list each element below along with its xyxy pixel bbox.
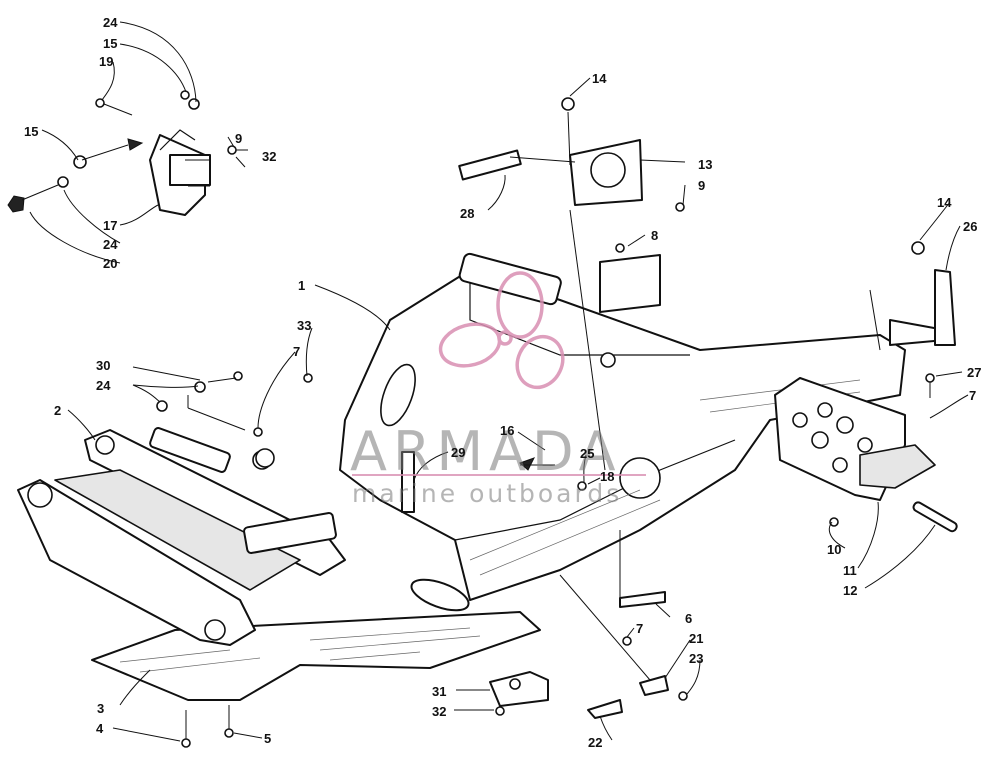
footrest-bracket — [774, 377, 958, 533]
callout-7: 7 — [293, 344, 300, 359]
callout-22: 22 — [588, 735, 602, 750]
callout-14: 14 — [592, 71, 607, 86]
callout-13: 13 — [698, 157, 712, 172]
callout-20: 20 — [103, 256, 117, 271]
callout-17: 17 — [103, 218, 117, 233]
callout-24: 24 — [96, 378, 111, 393]
fasteners — [7, 90, 935, 748]
callout-1: 1 — [298, 278, 305, 293]
callout-30: 30 — [96, 358, 110, 373]
callout-9: 9 — [235, 131, 242, 146]
callout-3: 3 — [97, 701, 104, 716]
callout-31: 31 — [432, 684, 446, 699]
steering-support-plate — [458, 139, 661, 313]
callout-19: 19 — [99, 54, 113, 69]
callout-24: 24 — [103, 237, 118, 252]
callout-28: 28 — [460, 206, 474, 221]
front-suspension-frame — [17, 427, 470, 646]
callout-27: 27 — [967, 365, 981, 380]
callout-24: 24 — [103, 15, 118, 30]
callout-12: 12 — [843, 583, 857, 598]
callout-11: 11 — [843, 563, 857, 578]
callout-15: 15 — [103, 36, 117, 51]
callout-9: 9 — [698, 178, 705, 193]
armada-watermark: ARMADA marine outboards — [350, 271, 646, 508]
rear-small-brackets — [489, 591, 669, 719]
callout-26: 26 — [963, 219, 977, 234]
leader-lines — [29, 21, 969, 742]
watermark-brand: ARMADA — [350, 420, 622, 483]
callout-29: 29 — [451, 445, 465, 460]
watermark-tagline: marine outboards — [352, 479, 622, 508]
callout-7: 7 — [636, 621, 643, 636]
armada-logo — [438, 271, 565, 390]
callout-labels: 24 15 19 15 9 32 17 24 20 14 13 9 28 8 1… — [24, 15, 981, 750]
handle-bracket-26 — [889, 269, 956, 346]
callout-32: 32 — [432, 704, 446, 719]
callout-7: 7 — [969, 388, 976, 403]
callout-18: 18 — [600, 469, 614, 484]
bottom-pan — [91, 611, 541, 701]
callout-6: 6 — [685, 611, 692, 626]
callout-25: 25 — [580, 446, 594, 461]
callout-33: 33 — [297, 318, 311, 333]
callout-23: 23 — [689, 651, 703, 666]
callout-4: 4 — [96, 721, 104, 736]
callout-8: 8 — [651, 228, 658, 243]
upper-left-bracket — [149, 129, 211, 216]
callout-16: 16 — [500, 423, 514, 438]
callout-15: 15 — [24, 124, 38, 139]
callout-10: 10 — [827, 542, 841, 557]
callout-32: 32 — [262, 149, 276, 164]
callout-5: 5 — [264, 731, 271, 746]
callout-2: 2 — [54, 403, 61, 418]
callout-21: 21 — [689, 631, 703, 646]
callout-14: 14 — [937, 195, 952, 210]
main-tunnel-frame — [339, 252, 906, 601]
